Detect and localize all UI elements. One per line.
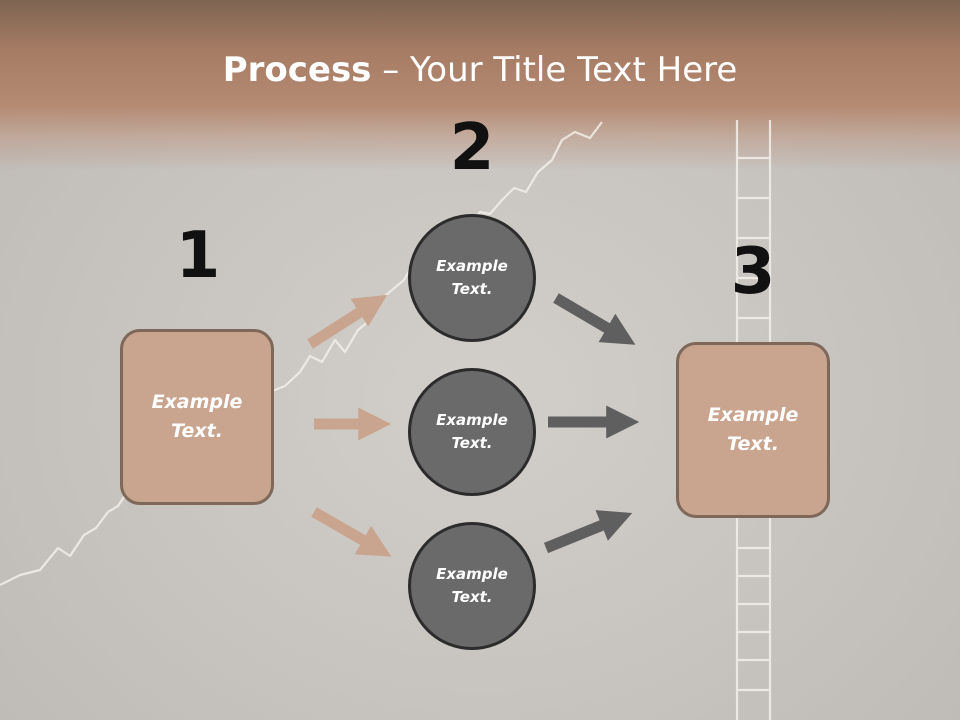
step-number-2: 2: [449, 111, 495, 185]
step-box-1[interactable]: Example Text.: [120, 329, 274, 505]
circle-top[interactable]: Example Text.: [408, 214, 536, 342]
circle-top-line1: Example: [436, 257, 508, 275]
circle-middle[interactable]: Example Text.: [408, 368, 536, 496]
circle-bottom-line1: Example: [436, 565, 508, 583]
header-band: [0, 0, 960, 170]
arrow-box1-to-circle-top: [307, 294, 388, 349]
step-box-3-line2: Text.: [727, 433, 779, 455]
step-box-3-line1: Example: [707, 404, 799, 426]
arrow-circle-top-to-box3: [553, 293, 636, 345]
circle-top-line2: Text.: [451, 280, 493, 298]
arrow-box1-to-circle-bottom: [311, 507, 392, 557]
circle-bottom[interactable]: Example Text.: [408, 522, 536, 650]
chalk-graph-line: [0, 121, 603, 586]
arrow-circle-bottom-to-box3: [543, 510, 633, 554]
step-box-1-line2: Text.: [171, 420, 223, 442]
circle-middle-line2: Text.: [451, 434, 493, 452]
step-number-3: 3: [730, 235, 776, 309]
title-bold: Process: [222, 50, 372, 90]
slide-title: Process – Your Title Text Here: [0, 50, 960, 90]
title-rest: – Your Title Text Here: [371, 50, 738, 90]
step-box-1-line1: Example: [151, 391, 243, 413]
step-box-3[interactable]: Example Text.: [676, 342, 830, 518]
circle-middle-line1: Example: [436, 411, 508, 429]
step-number-1: 1: [175, 219, 221, 293]
circle-bottom-line2: Text.: [451, 588, 493, 606]
